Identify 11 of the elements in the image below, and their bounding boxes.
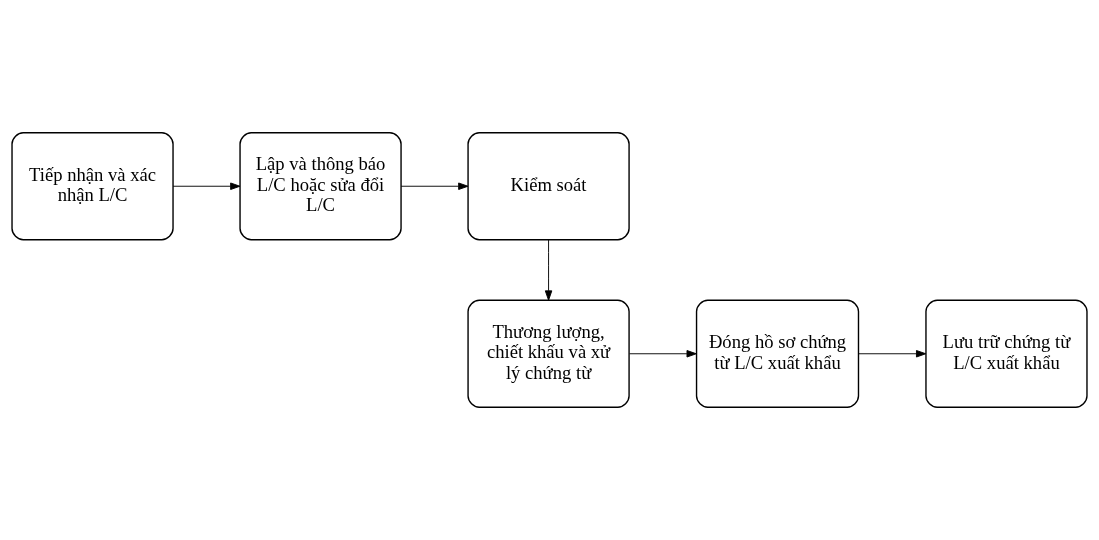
arrow (172, 182, 241, 190)
arrow (858, 350, 927, 358)
node-box: Kiểm soát (467, 132, 630, 241)
arrow (544, 239, 553, 301)
arrow (400, 182, 469, 190)
node-box: Thương lượng, chiết khấu và xử lý chứng từ (467, 299, 630, 408)
node-box: Lập và thông báo L/C hoặc sửa đổi L/C (239, 132, 402, 241)
node-box: Đóng hồ sơ chứng từ L/C xuất khẩu (695, 299, 860, 408)
node-box: Lưu trữ chứng từ L/C xuất khẩu (925, 299, 1088, 408)
node-box: Tiếp nhận và xác nhận L/C (11, 132, 174, 241)
arrow (629, 350, 697, 358)
